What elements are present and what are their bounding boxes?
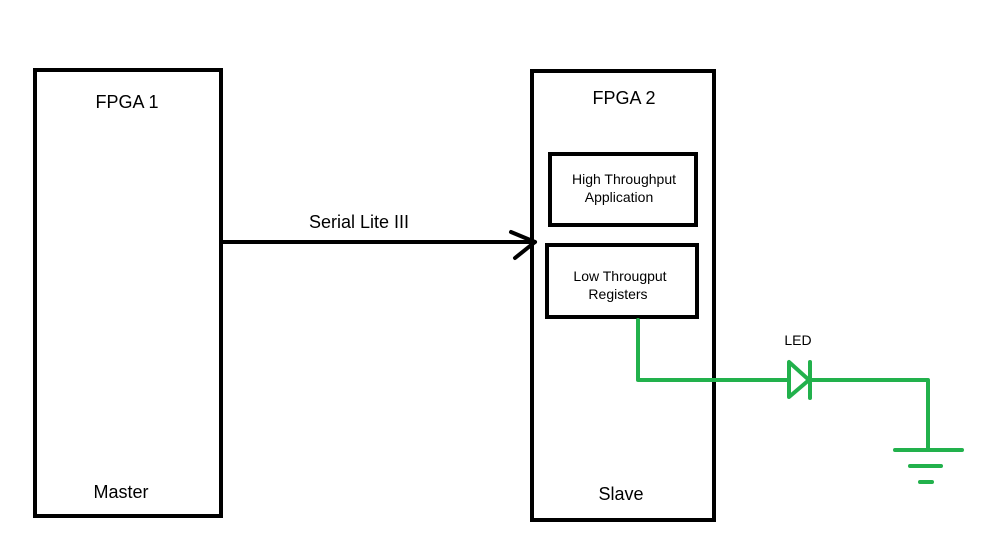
led-circuit-wire (636, 318, 930, 451)
led-diode-icon (787, 360, 812, 400)
fpga2-title: FPGA 2 (592, 88, 655, 108)
low-throughput-line1: Low Througput (573, 268, 666, 284)
fpga1-box (33, 68, 223, 518)
high-throughput-line2: Application (585, 189, 654, 205)
high-throughput-line1: High Throughput (572, 171, 676, 187)
serial-link-label: Serial Lite III (309, 212, 409, 232)
fpga1-title: FPGA 1 (95, 92, 158, 112)
low-throughput-line2: Registers (588, 286, 647, 302)
fpga2-box (530, 69, 716, 522)
fpga2-role: Slave (598, 484, 643, 504)
serial-link-arrow (221, 230, 537, 260)
low-throughput-block (545, 243, 699, 319)
ground-icon (893, 448, 964, 484)
high-throughput-block (548, 152, 698, 227)
fpga1-role: Master (93, 482, 148, 502)
led-label: LED (784, 332, 811, 348)
